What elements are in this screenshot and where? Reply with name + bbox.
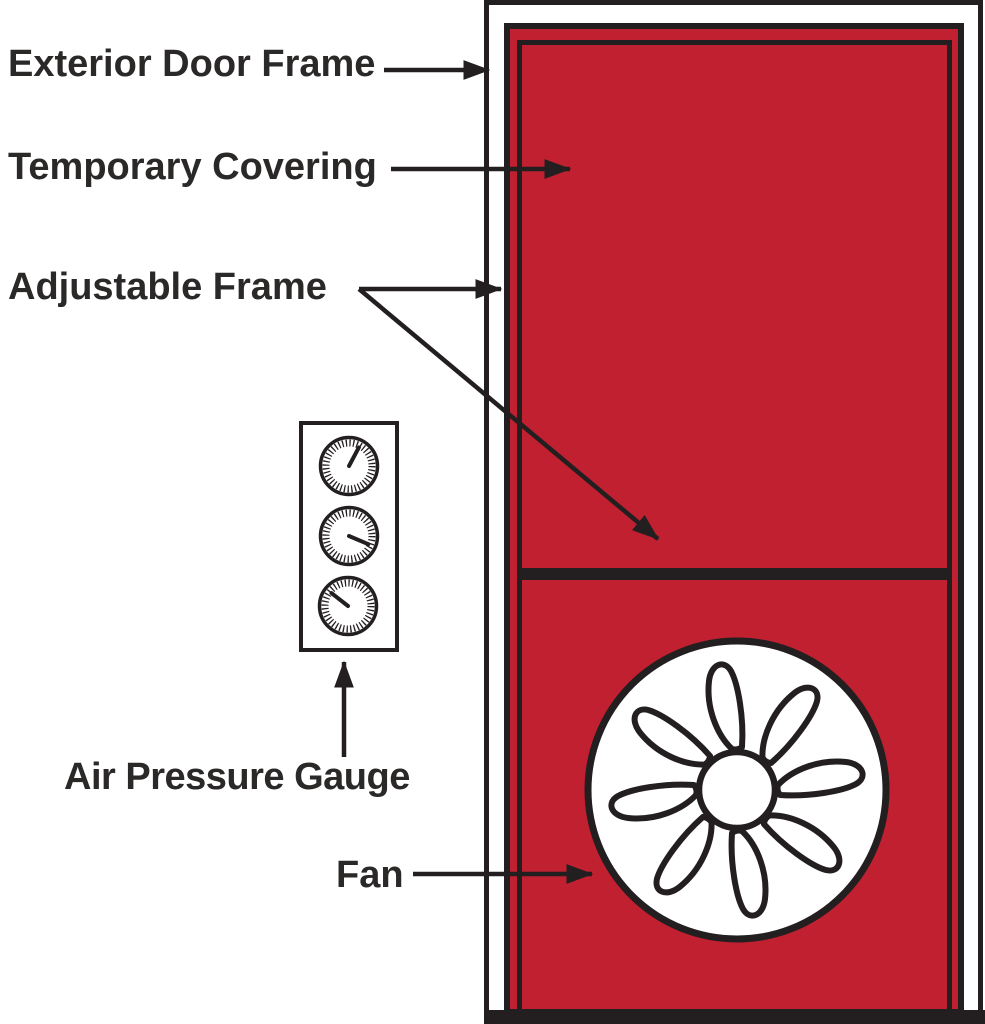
gauge-ticks [322, 439, 376, 493]
air-pressure-gauge-panel [299, 421, 399, 652]
gauge-needle [347, 534, 371, 547]
fan-blade [653, 813, 715, 896]
gauge-needle [347, 445, 361, 468]
fan-blade [608, 781, 700, 822]
fan-blade [705, 661, 746, 753]
fan-blades [608, 661, 866, 919]
gauge-dial-icon [318, 435, 380, 497]
label-adjustable-frame: Adjustable Frame [8, 266, 327, 308]
fan-blade [631, 706, 714, 768]
fan-blade [759, 684, 821, 767]
gauge-ticks [322, 509, 376, 563]
label-air-pressure-gauge: Air Pressure Gauge [64, 756, 410, 798]
label-fan: Fan [336, 854, 404, 896]
adjustable-frame-crossbar [517, 568, 952, 580]
gauge-dial-icon [318, 505, 380, 567]
gauge-dial-icon [317, 575, 379, 637]
fan-blade [728, 827, 769, 919]
gauge-needle [329, 591, 350, 608]
fan-blade [760, 812, 843, 874]
adjustable-frame-arrow-diagonal [357, 287, 660, 541]
label-exterior-door-frame: Exterior Door Frame [8, 43, 376, 85]
gauge-ticks [321, 579, 375, 633]
fan-blade [774, 758, 866, 799]
label-temporary-covering: Temporary Covering [8, 146, 377, 188]
adjustable-frame-bottom-bar [484, 1010, 985, 1024]
callout-arrows [334, 60, 660, 884]
fan-icon [584, 637, 890, 943]
fan-hub [695, 748, 779, 832]
